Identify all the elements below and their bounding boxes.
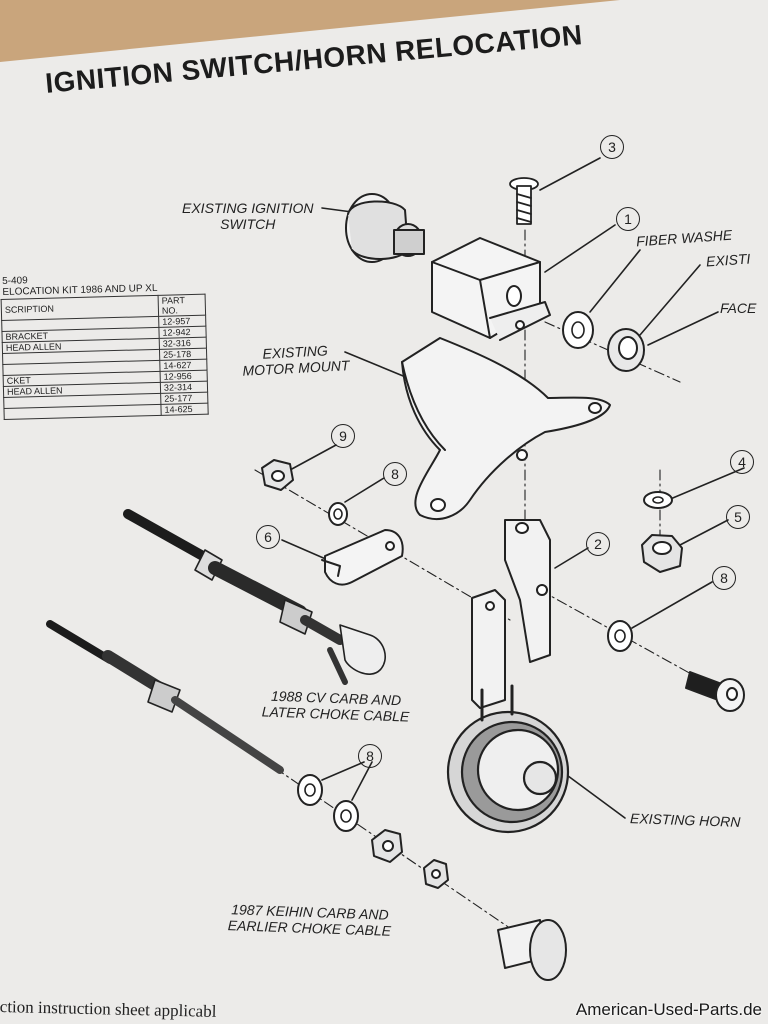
leader-face [647,311,719,346]
nut [423,859,449,889]
cv-choke-cable [123,509,386,685]
nut [641,534,683,573]
leader-1 [544,224,616,273]
callout-2: 2 [586,532,610,556]
screw [509,177,539,225]
leader-existing-right [639,264,701,336]
switch-bracket [431,237,551,341]
label-ignition-switch: EXISTING IGNITION SWITCH [182,200,314,232]
label-existing: EXISTI [705,250,751,270]
cable-bracket [321,529,404,586]
leader-horn [559,769,626,819]
watermark: American-Used-Parts.de [575,1000,762,1019]
leader-motor-mount [344,351,409,379]
leader-fiber-washer [589,249,641,313]
callout-9: 9 [331,424,355,448]
bolt [685,671,745,712]
label-cv-carb: 1988 CV CARB AND LATER CHOKE CABLE [261,687,410,725]
choke-knob [497,919,567,981]
leader-8b [631,581,713,629]
motor-mount [401,337,611,520]
leader-9 [289,444,337,471]
leader-4 [667,467,745,501]
leader-8c2 [351,761,373,801]
label-motor-mount: EXISTING MOTOR MOUNT [242,342,350,379]
nut [371,829,403,863]
label-face: FACE [720,300,757,316]
callout-6: 6 [256,525,280,549]
leader-2 [554,547,589,569]
face-nut [607,328,645,372]
leader-8a [344,477,385,503]
callout-3: 3 [600,135,624,159]
leader-5 [679,519,729,546]
horn [446,684,570,834]
keihin-choke-cable [46,620,284,774]
horn-bracket [471,519,551,709]
callout-1: 1 [616,207,640,231]
callout-4: 4 [730,450,754,474]
leader-ignition [321,207,353,213]
nut [261,459,294,491]
label-keihin-carb: 1987 KEIHIN CARB AND EARLIER CHOKE CABLE [227,901,392,939]
ignition-switch [345,193,425,263]
callout-8: 8 [383,462,407,486]
leader-8c [321,761,365,781]
leader-3 [539,157,601,191]
leader-6 [281,539,329,561]
callout-8: 8 [712,566,736,590]
callout-5: 5 [726,505,750,529]
callout-8: 8 [358,744,382,768]
